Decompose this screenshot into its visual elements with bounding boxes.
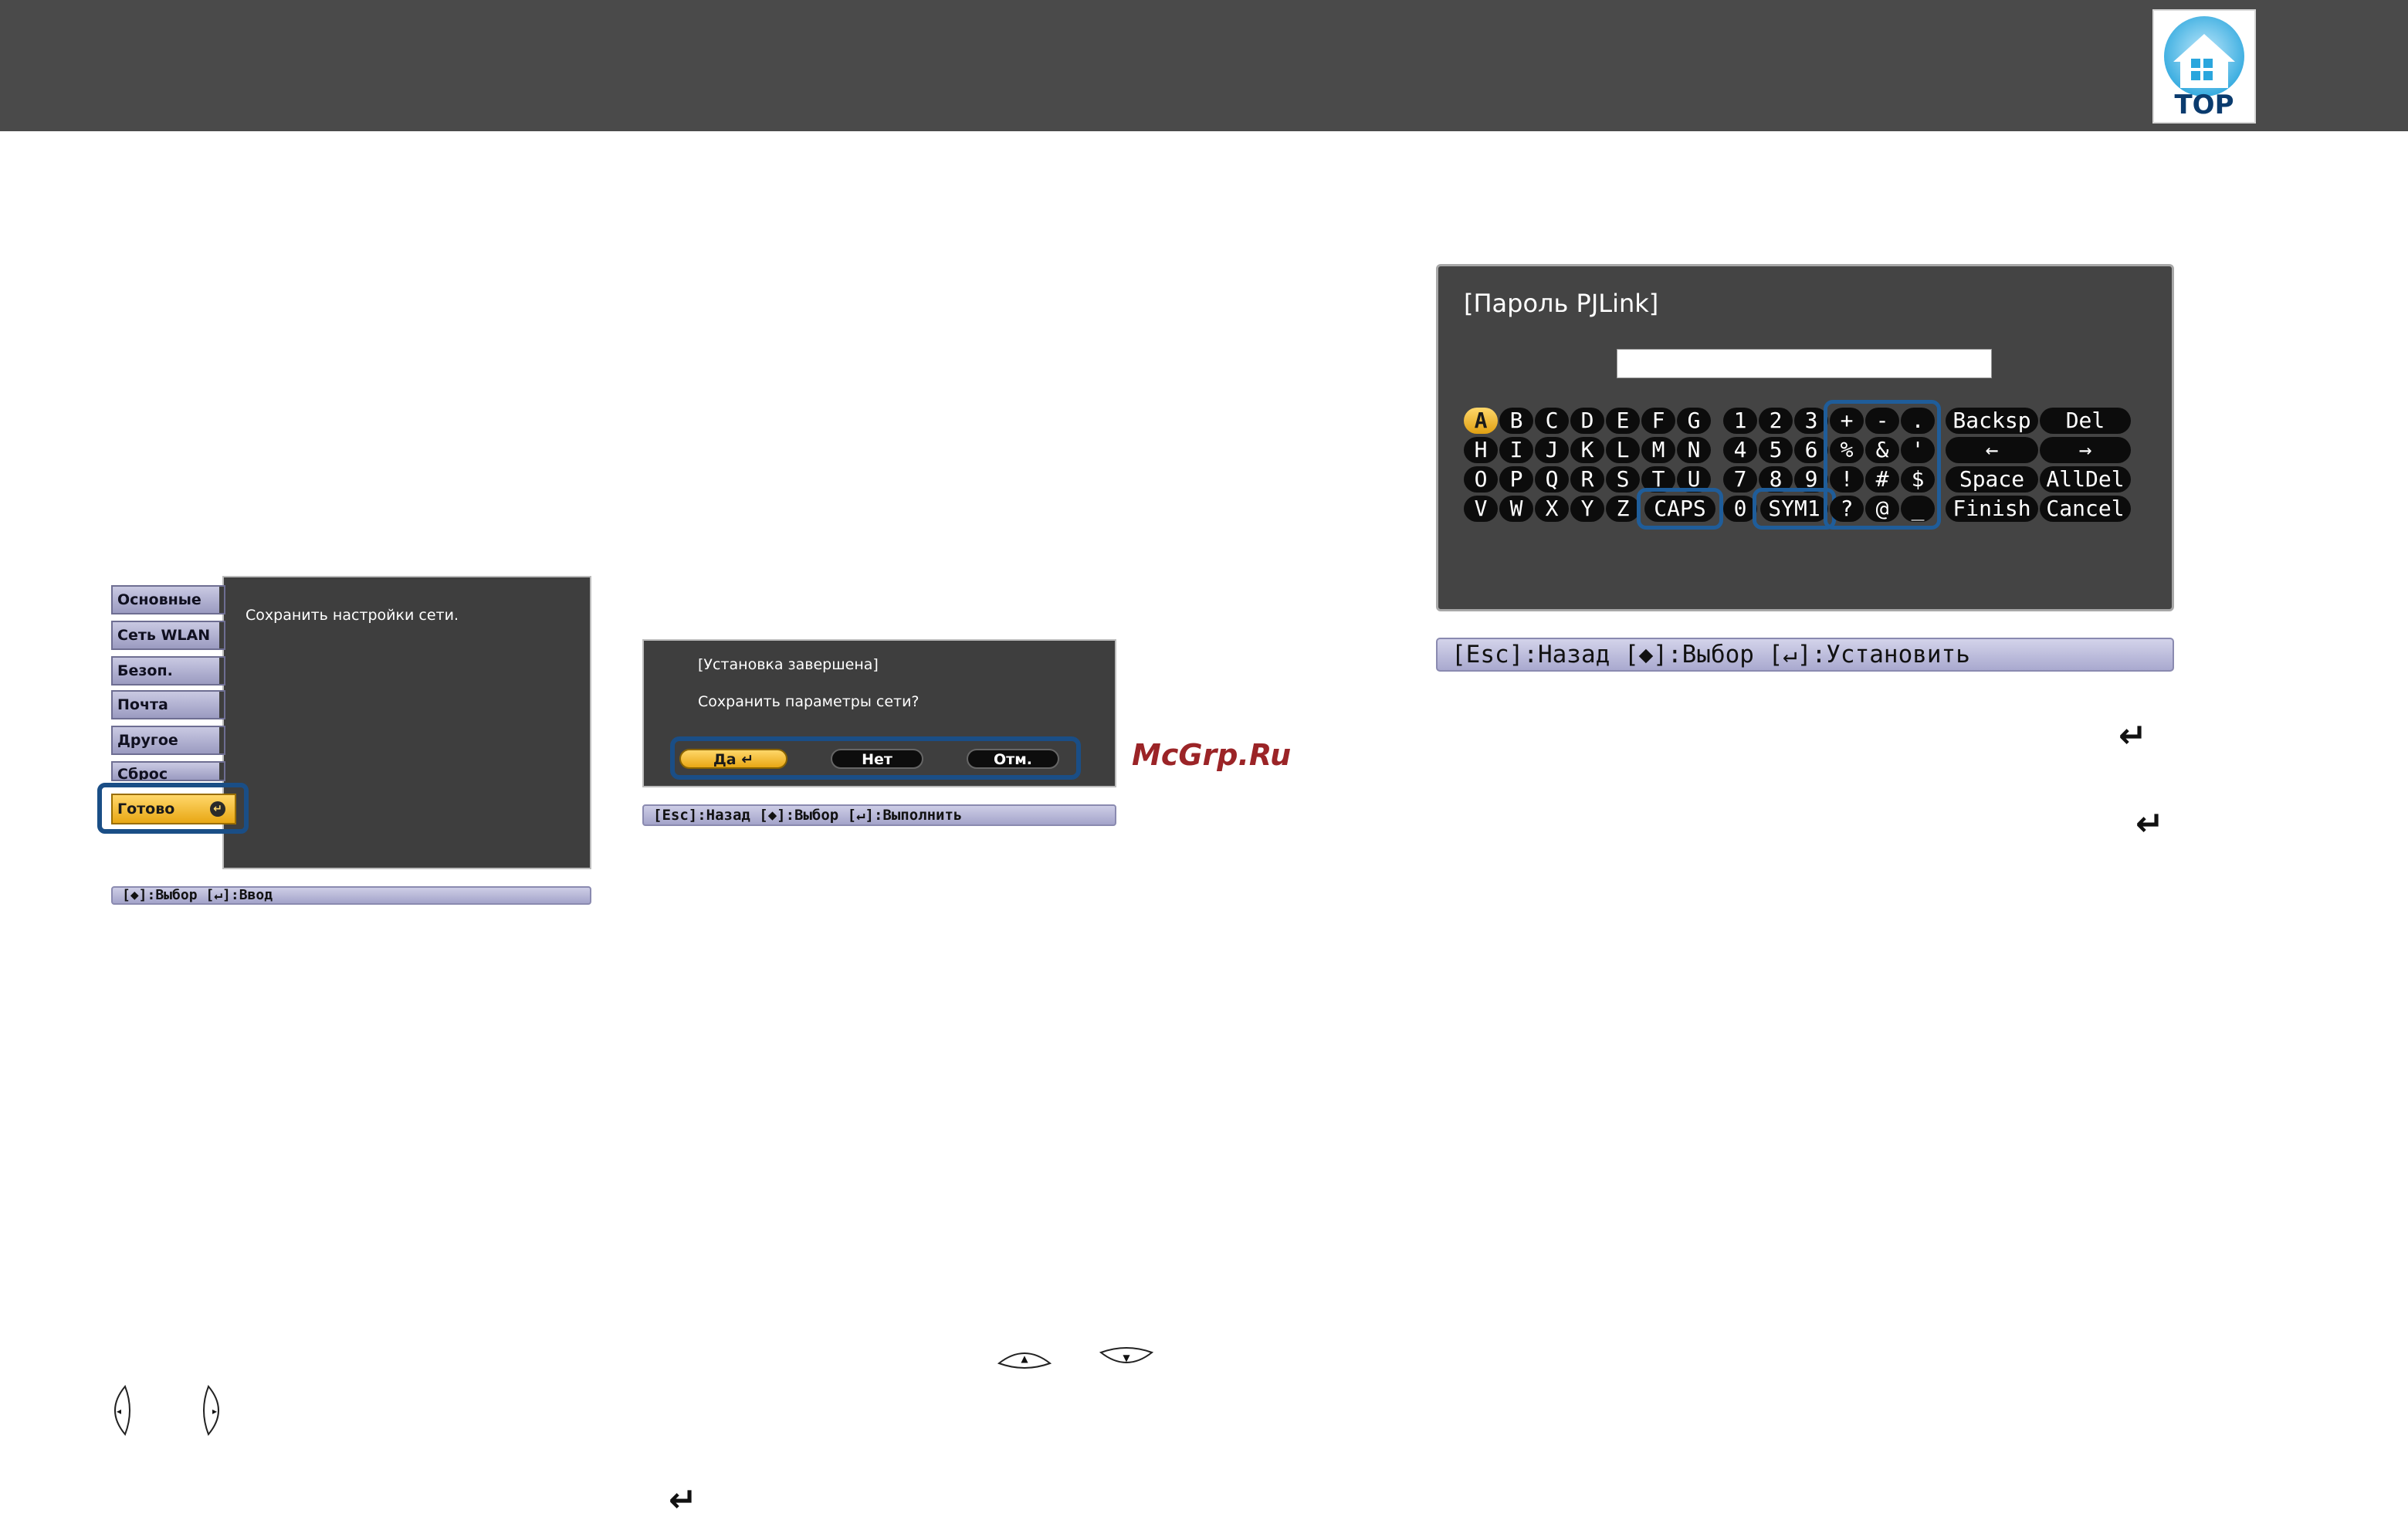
no-button[interactable]: Нет xyxy=(831,749,923,769)
key-at[interactable]: @ xyxy=(1865,496,1899,522)
key-6[interactable]: 6 xyxy=(1794,437,1828,463)
cancel-button[interactable]: Отм. xyxy=(967,749,1059,769)
cursor-left-key[interactable]: ← xyxy=(1946,437,2038,463)
up-glyph: ▲ xyxy=(1021,1353,1028,1364)
menu-item-other[interactable]: Другое xyxy=(111,726,225,755)
dialog-title: [Установка завершена] xyxy=(698,656,879,673)
enter-icon: ↵ xyxy=(2118,716,2147,756)
key-z[interactable]: Z xyxy=(1606,496,1640,522)
key-3[interactable]: 3 xyxy=(1794,408,1828,434)
key-p[interactable]: P xyxy=(1499,466,1533,493)
key-a[interactable]: A xyxy=(1464,408,1498,434)
menu-item-done[interactable]: Готово ↵ xyxy=(111,794,236,824)
up-button-icon: ▲ xyxy=(997,1352,1052,1369)
caps-key[interactable]: CAPS xyxy=(1644,496,1715,522)
key-0[interactable]: 0 xyxy=(1723,496,1757,522)
cancel-key[interactable]: Cancel xyxy=(2040,496,2131,522)
key-f[interactable]: F xyxy=(1641,408,1675,434)
key-minus[interactable]: - xyxy=(1865,408,1899,434)
menu-item-mail[interactable]: Почта xyxy=(111,690,225,719)
save-settings-message: Сохранить настройки сети. xyxy=(246,607,459,624)
left-button-icon: ◂ xyxy=(114,1385,130,1436)
key-apostrophe[interactable]: ' xyxy=(1901,437,1935,463)
key-q[interactable]: Q xyxy=(1535,466,1569,493)
key-s[interactable]: S xyxy=(1606,466,1640,493)
enter-icon: ↵ xyxy=(669,1481,697,1520)
left-glyph: ◂ xyxy=(117,1406,121,1417)
delete-key[interactable]: Del xyxy=(2040,408,2131,434)
dialog-hint-bar: [Esc]:Назад [◆]:Выбор [↵]:Выполнить xyxy=(642,804,1116,826)
top-logo-button[interactable]: TOP xyxy=(2152,9,2256,124)
menu-item-basic[interactable]: Основные xyxy=(111,585,225,614)
dialog-question: Сохранить параметры сети? xyxy=(698,693,920,710)
space-key[interactable]: Space xyxy=(1946,466,2038,493)
key-y[interactable]: Y xyxy=(1570,496,1604,522)
pjlink-title: [Пароль PJLink] xyxy=(1464,289,1659,318)
caps-highlight-frame xyxy=(1637,488,1723,530)
key-5[interactable]: 5 xyxy=(1759,437,1793,463)
menu-item-wlan[interactable]: Сеть WLAN xyxy=(111,621,225,650)
key-plus[interactable]: + xyxy=(1830,408,1864,434)
enter-icon: ↵ xyxy=(210,801,225,817)
backspace-key[interactable]: Backsp xyxy=(1946,408,2038,434)
key-period[interactable]: . xyxy=(1901,408,1935,434)
key-r[interactable]: R xyxy=(1570,466,1604,493)
key-n[interactable]: N xyxy=(1677,437,1711,463)
key-underscore[interactable]: _ xyxy=(1901,496,1935,522)
password-input[interactable] xyxy=(1617,349,1992,378)
key-w[interactable]: W xyxy=(1499,496,1533,522)
key-x[interactable]: X xyxy=(1535,496,1569,522)
enter-icon: ↵ xyxy=(2135,804,2164,844)
home-icon xyxy=(2164,16,2244,96)
key-exclamation[interactable]: ! xyxy=(1830,466,1864,493)
network-settings-panel xyxy=(222,576,591,869)
done-label: Готово xyxy=(117,801,175,818)
key-m[interactable]: M xyxy=(1641,437,1675,463)
key-g[interactable]: G xyxy=(1677,408,1711,434)
header-bar xyxy=(0,0,2408,131)
key-4[interactable]: 4 xyxy=(1723,437,1757,463)
key-d[interactable]: D xyxy=(1570,408,1604,434)
finish-key[interactable]: Finish xyxy=(1946,496,2038,522)
key-percent[interactable]: % xyxy=(1830,437,1864,463)
key-1[interactable]: 1 xyxy=(1723,408,1757,434)
right-button-icon: ▸ xyxy=(203,1385,219,1436)
key-question[interactable]: ? xyxy=(1830,496,1864,522)
key-c[interactable]: C xyxy=(1535,408,1569,434)
key-hash[interactable]: # xyxy=(1865,466,1899,493)
symbols-highlight-frame xyxy=(1824,400,1941,530)
key-k[interactable]: K xyxy=(1570,437,1604,463)
key-7[interactable]: 7 xyxy=(1723,466,1757,493)
menu-item-security[interactable]: Безоп. xyxy=(111,656,225,686)
dialog-buttons-frame xyxy=(670,736,1081,780)
done-highlight-frame xyxy=(97,783,249,834)
sym1-key[interactable]: SYM1 xyxy=(1760,496,1828,522)
key-h[interactable]: H xyxy=(1464,437,1498,463)
watermark: McGrp.Ru xyxy=(1132,738,1292,772)
key-i[interactable]: I xyxy=(1499,437,1533,463)
down-button-icon: ▼ xyxy=(1099,1347,1153,1363)
key-v[interactable]: V xyxy=(1464,496,1498,522)
key-dollar[interactable]: $ xyxy=(1901,466,1935,493)
key-e[interactable]: E xyxy=(1606,408,1640,434)
keyboard-hint-bar: [Esc]:Назад [◆]:Выбор [↵]:Установить xyxy=(1436,638,2174,672)
yes-button[interactable]: Да ↵ xyxy=(679,749,787,769)
key-j[interactable]: J xyxy=(1535,437,1569,463)
top-logo-text: TOP xyxy=(2174,90,2234,120)
menu-item-reset[interactable]: Сброс xyxy=(111,761,225,781)
key-b[interactable]: B xyxy=(1499,408,1533,434)
key-ampersand[interactable]: & xyxy=(1865,437,1899,463)
down-glyph: ▼ xyxy=(1123,1352,1130,1363)
cursor-right-key[interactable]: → xyxy=(2040,437,2131,463)
key-2[interactable]: 2 xyxy=(1759,408,1793,434)
right-glyph: ▸ xyxy=(212,1406,217,1417)
navigation-hint-bar: [◆]:Выбор [↵]:Ввод xyxy=(111,886,591,905)
all-delete-key[interactable]: AllDel xyxy=(2040,466,2131,493)
key-o[interactable]: O xyxy=(1464,466,1498,493)
key-l[interactable]: L xyxy=(1606,437,1640,463)
